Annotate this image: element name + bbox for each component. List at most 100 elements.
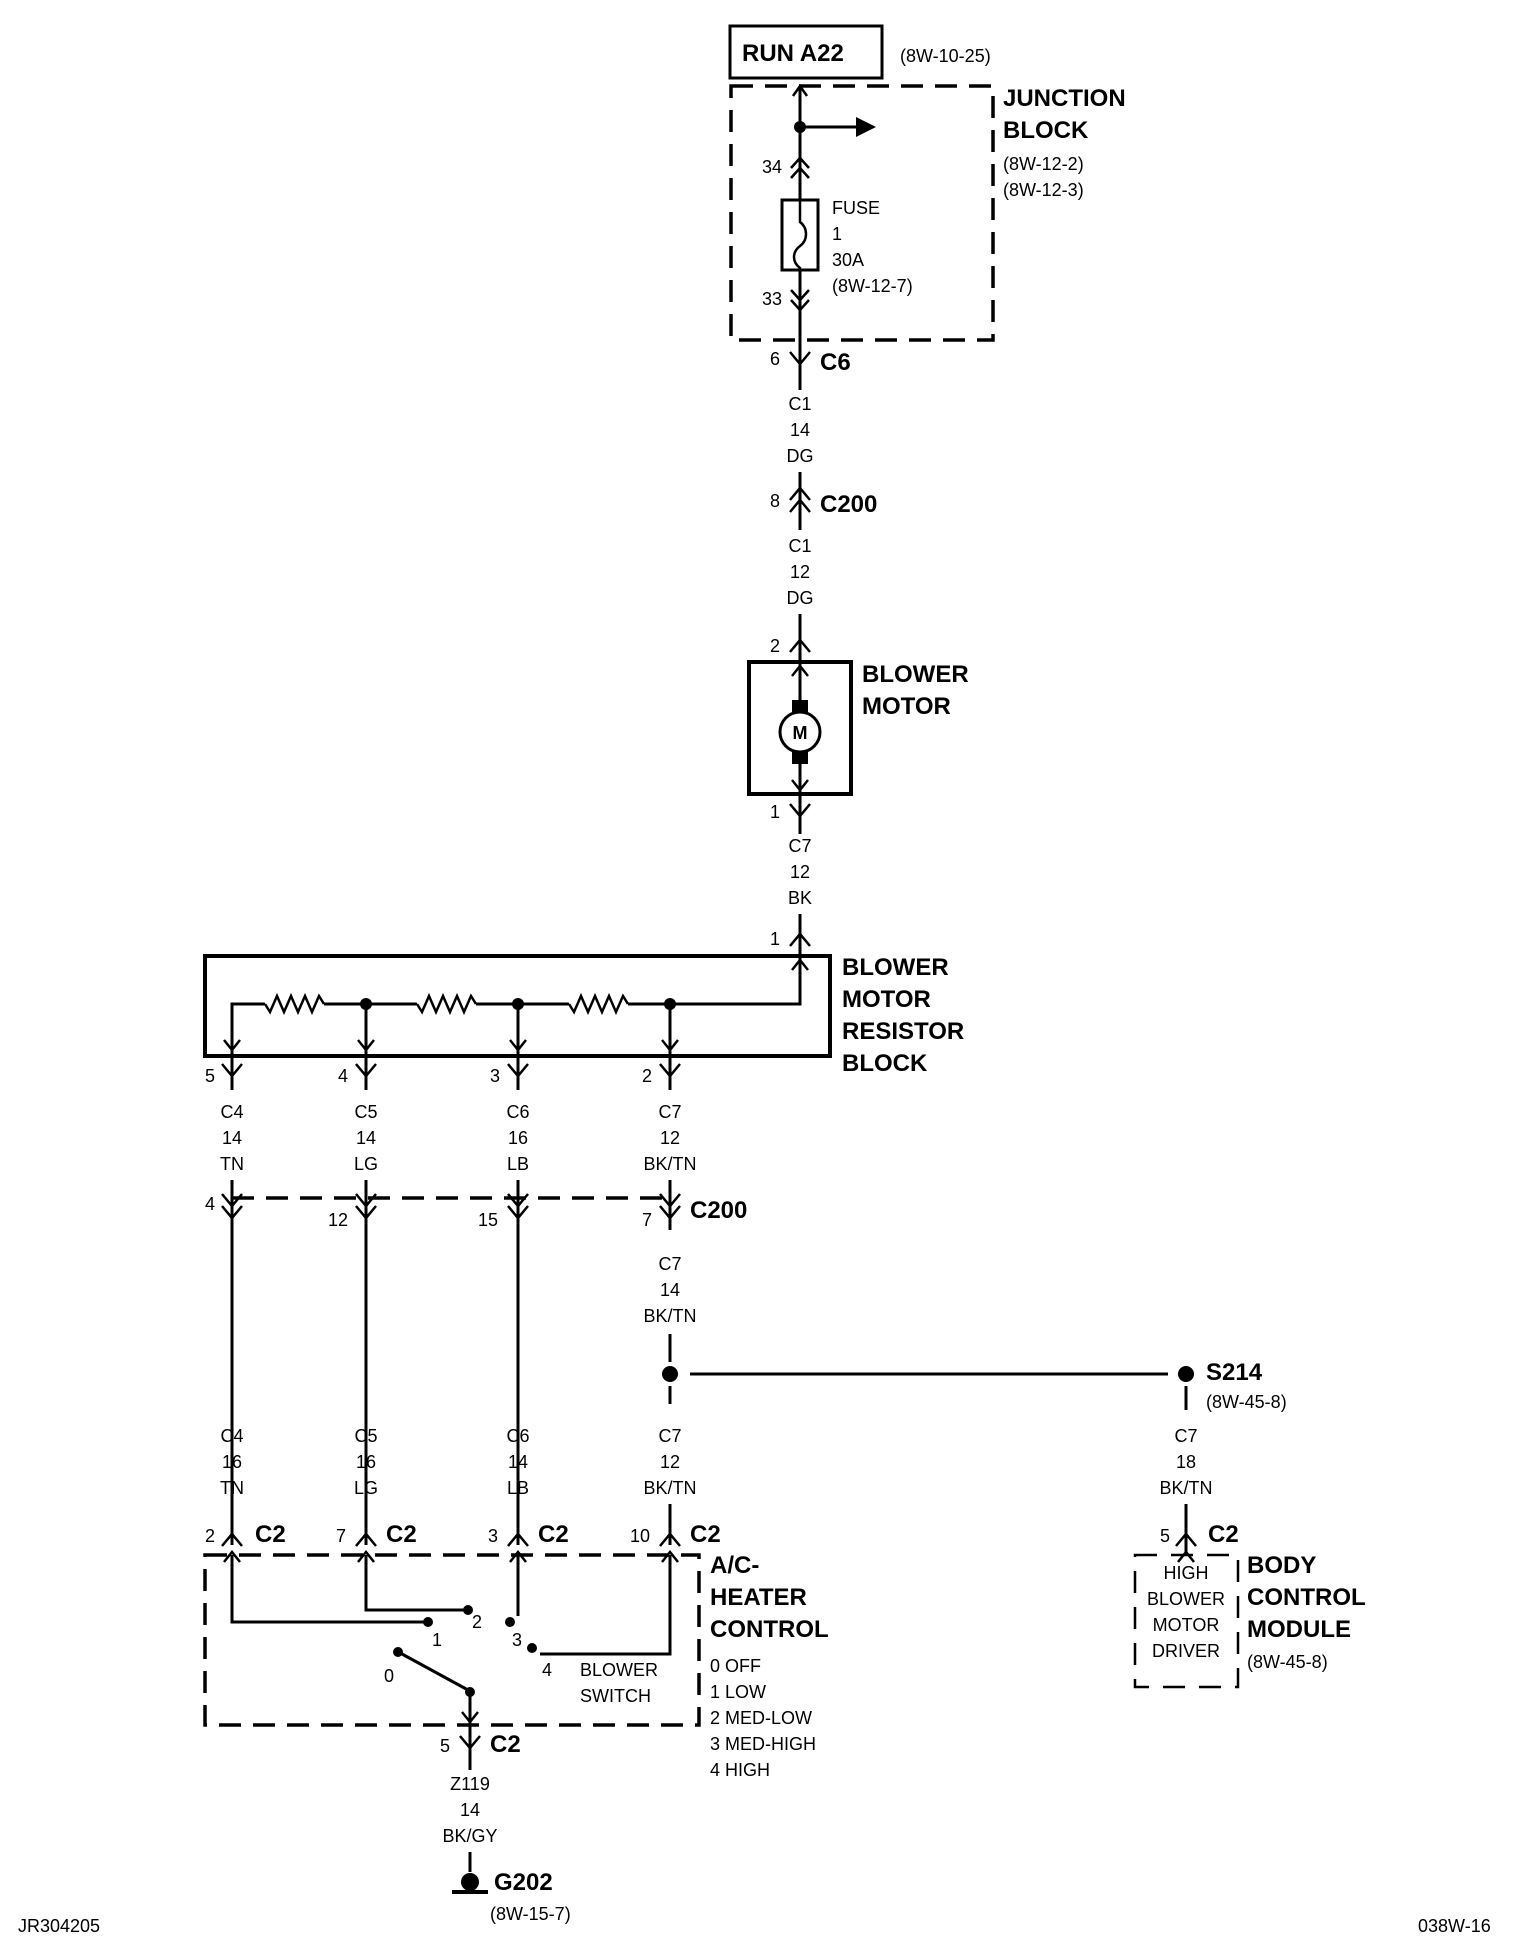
bcm-connector [1175, 1532, 1197, 1547]
wire-c6-c200-color: DG [787, 446, 814, 466]
c6-connector [789, 340, 811, 380]
bcm-driver-3: MOTOR [1153, 1615, 1220, 1635]
wire-c200-splice-gauge: 14 [660, 1280, 680, 1300]
upper-wire-1-gauge: 14 [222, 1128, 242, 1148]
blower-switch-pos-1: 1 [432, 1630, 442, 1650]
junction-internal-wire [780, 83, 876, 340]
footer-left: JR304205 [18, 1916, 100, 1936]
c200-mid-pin-4: 4 [205, 1194, 215, 1214]
resistor-block-title-1: BLOWER [842, 954, 949, 981]
bcm-ref: (8W-45-8) [1247, 1652, 1328, 1672]
lower-wire-2-gauge: 16 [356, 1452, 376, 1472]
wire-s214-bcm-color: BK/TN [1159, 1478, 1212, 1498]
c2-name-1: C2 [255, 1521, 286, 1548]
splice-to-s214 [662, 1366, 1194, 1410]
c6-name: C6 [820, 349, 851, 376]
wire-motor-resistor-gauge: 12 [790, 862, 810, 882]
junction-pin-out: 33 [762, 289, 782, 309]
bcm-title-1: BODY [1247, 1552, 1316, 1579]
ac-heater-control-outline [203, 1553, 701, 1727]
fuse-label: FUSE [832, 198, 880, 218]
lower-wire-1-color: TN [220, 1478, 244, 1498]
wire-c6-c200-circuit: C1 [788, 394, 811, 414]
resistor-network [223, 956, 809, 1056]
blower-switch-pos-2: 2 [472, 1612, 482, 1632]
c2-pin-3: 3 [488, 1526, 498, 1546]
c2-ground-name: C2 [490, 1731, 521, 1758]
c200-top-name: C200 [820, 491, 877, 518]
wire-s214-bcm-gauge: 18 [1176, 1452, 1196, 1472]
run-a22-ref: (8W-10-25) [900, 46, 991, 66]
ac-heater-control-title-1: A/C- [710, 1552, 759, 1579]
fuse-ref: (8W-12-7) [832, 276, 913, 296]
resistor-block-pin-in-connector [789, 932, 811, 947]
ac-heater-control-title-2: HEATER [710, 1584, 807, 1611]
bcm-conn: C2 [1208, 1521, 1239, 1548]
resistor-output-pin-3: 3 [490, 1066, 500, 1086]
bcm-pin: 5 [1160, 1526, 1170, 1546]
blower-motor-pin-top: 2 [770, 636, 780, 656]
ground-wire-gauge: 14 [460, 1800, 480, 1820]
blower-switch-label-2: SWITCH [580, 1686, 651, 1706]
resistor-output-pin-5: 5 [205, 1066, 215, 1086]
bcm-driver-input [1177, 1549, 1195, 1563]
lower-wire-2-circuit: C5 [354, 1426, 377, 1446]
resistor-output-pin-4: 4 [338, 1066, 348, 1086]
wire-c6-c200-gauge: 14 [790, 420, 810, 440]
s214-ref: (8W-45-8) [1206, 1392, 1287, 1412]
blower-switch-contacts [223, 1549, 679, 1725]
c2-pin-7: 7 [336, 1526, 346, 1546]
ac-heater-control-legend-0: 0 OFF [710, 1656, 761, 1676]
upper-wire-1-color: TN [220, 1154, 244, 1174]
blower-switch-pos-0: 0 [384, 1666, 394, 1686]
junction-block-title-2: BLOCK [1003, 117, 1089, 144]
ground-wire-color: BK/GY [442, 1826, 497, 1846]
upper-wire-3-color: LB [507, 1154, 529, 1174]
lower-wire-3-gauge: 14 [508, 1452, 528, 1472]
wire-c200-motor-color: DG [787, 588, 814, 608]
bcm-driver-outline [1133, 1553, 1240, 1689]
wire-c200-splice-circuit: C7 [658, 1254, 681, 1274]
blower-switch-pos-4: 4 [542, 1660, 552, 1680]
blower-switch-pos-3: 3 [512, 1630, 522, 1650]
c200-mid-name: C200 [690, 1197, 747, 1224]
resistor-block-title-2: MOTOR [842, 986, 931, 1013]
bcm-title-2: CONTROL [1247, 1584, 1366, 1611]
wire-c200-splice-color: BK/TN [643, 1306, 696, 1326]
upper-wire-3-circuit: C6 [506, 1102, 529, 1122]
upper-wire-2-gauge: 14 [356, 1128, 376, 1148]
lower-wire-4-color: BK/TN [643, 1478, 696, 1498]
upper-wire-4-gauge: 12 [660, 1128, 680, 1148]
c200-mid-pin-7: 7 [642, 1210, 652, 1230]
blower-motor-pin-bottom: 1 [770, 802, 780, 822]
bcm-driver-4: DRIVER [1152, 1641, 1220, 1661]
junction-block-ref-2: (8W-12-3) [1003, 180, 1084, 200]
g202-name: G202 [494, 1869, 553, 1896]
blower-motor-symbol [778, 662, 822, 794]
upper-wire-3-gauge: 16 [508, 1128, 528, 1148]
junction-block-outline [729, 84, 995, 342]
c6-pin: 6 [770, 349, 780, 369]
c200-mid-pin-12: 12 [328, 1210, 348, 1230]
c200-top-pin: 8 [770, 491, 780, 511]
blower-motor-pin-top-connector [789, 638, 811, 653]
resistor-block-title-4: BLOCK [842, 1050, 928, 1077]
blower-switch-label-1: BLOWER [580, 1660, 658, 1680]
lower-wire-1-circuit: C4 [220, 1426, 243, 1446]
run-a22-box [728, 24, 884, 80]
upper-wire-2-circuit: C5 [354, 1102, 377, 1122]
upper-wire-1-circuit: C4 [220, 1102, 243, 1122]
bcm-driver-2: BLOWER [1147, 1589, 1225, 1609]
ac-heater-control-legend-2: 2 MED-LOW [710, 1708, 812, 1728]
c200-mid-connector [221, 1180, 681, 1545]
c2-name-2: C2 [386, 1521, 417, 1548]
resistor-output-connectors [221, 1056, 681, 1090]
c2-name-3: C2 [538, 1521, 569, 1548]
blower-motor-m: M [793, 723, 808, 743]
upper-wire-4-color: BK/TN [643, 1154, 696, 1174]
resistor-block-title-3: RESISTOR [842, 1018, 964, 1045]
s214-name: S214 [1206, 1359, 1263, 1386]
ac-heater-control-legend-4: 4 HIGH [710, 1760, 770, 1780]
c2-pin-2: 2 [205, 1526, 215, 1546]
lower-wire-4-circuit: C7 [658, 1426, 681, 1446]
